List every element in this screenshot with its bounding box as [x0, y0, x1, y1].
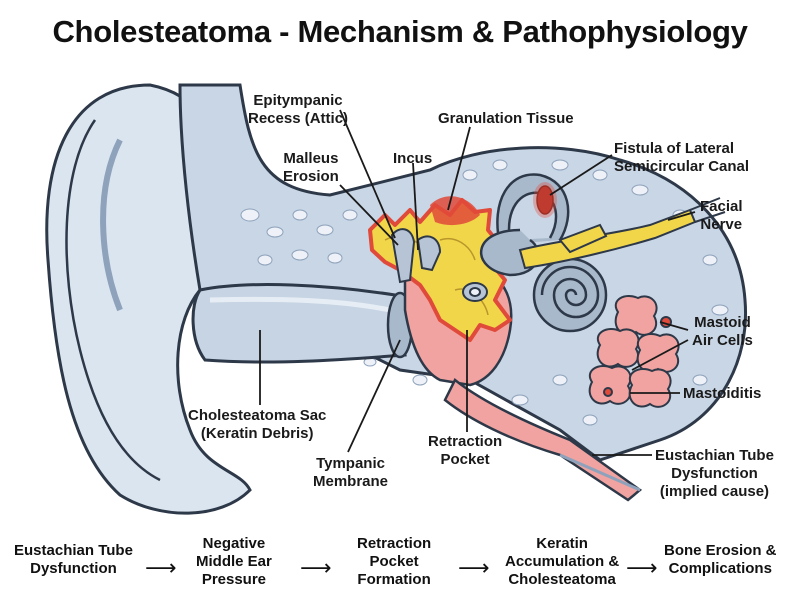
label-line: (implied cause): [659, 483, 770, 500]
label-line: Semicircular Canal: [614, 158, 750, 175]
label-fistula: Fistula of Lateral Semicircular Canal: [614, 140, 749, 176]
flow-arrow-icon: ⟶: [458, 556, 490, 581]
label-line: Malleus: [283, 150, 339, 167]
label-line: Membrane: [313, 473, 389, 490]
label-line: Mastoiditis: [683, 385, 762, 402]
flow-step-line: Pressure: [201, 571, 267, 588]
flow-step-line: Formation: [357, 571, 431, 588]
flow-step-2: Negative Middle Ear Pressure: [196, 535, 272, 589]
label-line: (Keratin Debris): [200, 425, 314, 442]
fistula-spot: [533, 182, 557, 218]
flow-step-5: Bone Erosion & Complications: [664, 542, 777, 578]
label-line: Erosion: [283, 168, 339, 185]
label-line: Facial: [700, 198, 743, 215]
flow-step-line: Middle Ear: [196, 553, 272, 570]
flow-step-line: Complications: [668, 560, 772, 577]
label-epitympanic-recess: Epitympanic Recess (Attic): [248, 92, 348, 128]
label-line: Retraction: [428, 433, 503, 450]
label-cholesteatoma-sac: Cholesteatoma Sac (Keratin Debris): [188, 407, 326, 443]
label-malleus-erosion: Malleus Erosion: [283, 150, 339, 186]
flow-step-line: Accumulation &: [505, 553, 620, 570]
label-retraction-pocket: Retraction Pocket: [428, 433, 502, 469]
label-line: Epitympanic: [253, 92, 343, 109]
flow-step-1: Eustachian Tube Dysfunction: [14, 542, 133, 578]
label-line: Pocket: [440, 451, 490, 468]
flow-step-line: Keratin: [536, 535, 588, 552]
flow-step-line: Negative: [202, 535, 266, 552]
label-line: Nerve: [700, 216, 743, 233]
flow-step-line: Bone Erosion &: [664, 542, 777, 559]
label-incus: Incus: [393, 150, 432, 168]
label-facial-nerve: Facial Nerve: [700, 198, 743, 234]
label-tympanic-membrane: Tympanic Membrane: [313, 455, 388, 491]
flow-step-line: Eustachian Tube: [14, 542, 133, 559]
flow-step-line: Dysfunction: [30, 560, 117, 577]
label-line: Fistula of Lateral: [614, 140, 735, 157]
label-line: Granulation Tissue: [438, 110, 574, 127]
pathophysiology-flow: Eustachian Tube Dysfunction ⟶ Negative M…: [0, 535, 800, 595]
label-mastoid-air-cells: Mastoid Air Cells: [692, 314, 753, 350]
label-line: Incus: [393, 150, 433, 167]
label-mastoiditis: Mastoiditis: [683, 385, 761, 403]
flow-arrow-icon: ⟶: [300, 556, 332, 581]
label-granulation-tissue: Granulation Tissue: [438, 110, 574, 128]
label-line: Mastoid: [694, 314, 751, 331]
leader-lines: [259, 109, 696, 456]
flow-step-line: Retraction: [357, 535, 432, 552]
flow-arrow-icon: ⟶: [145, 556, 177, 581]
ear-canal: [191, 283, 407, 364]
page-title: Cholesteatoma - Mechanism & Pathophysiol…: [52, 14, 748, 49]
label-line: Eustachian Tube: [655, 447, 774, 464]
flow-step-4: Keratin Accumulation & Cholesteatoma: [505, 535, 619, 589]
flow-arrow-icon: ⟶: [626, 556, 658, 581]
label-line: Recess (Attic): [248, 110, 349, 127]
flow-step-line: Pocket: [369, 553, 419, 570]
label-line: Cholesteatoma Sac: [188, 407, 327, 424]
label-eustachian-tube: Eustachian Tube Dysfunction (implied cau…: [655, 447, 774, 501]
flow-step-line: Cholesteatoma: [508, 571, 616, 588]
label-line: Tympanic: [316, 455, 385, 472]
facial-nerve-shape: [518, 197, 726, 270]
ossicles: [390, 228, 488, 302]
flow-step-3: Retraction Pocket Formation: [357, 535, 431, 589]
label-line: Dysfunction: [671, 465, 758, 482]
label-line: Air Cells: [692, 332, 753, 349]
